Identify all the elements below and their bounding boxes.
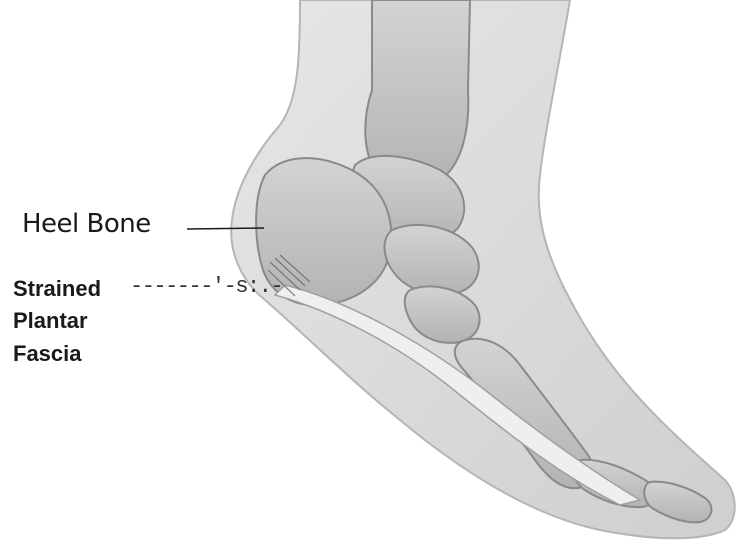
plantar-fascia-leader-line: -------'-s:.- [130,274,282,299]
strained-label: Strained [13,276,101,302]
heel-bone-label: Heel Bone [22,209,151,239]
fascia-label: Fascia [13,341,82,367]
plantar-label: Plantar [13,308,88,334]
heel-bone-leader-line [187,228,264,229]
